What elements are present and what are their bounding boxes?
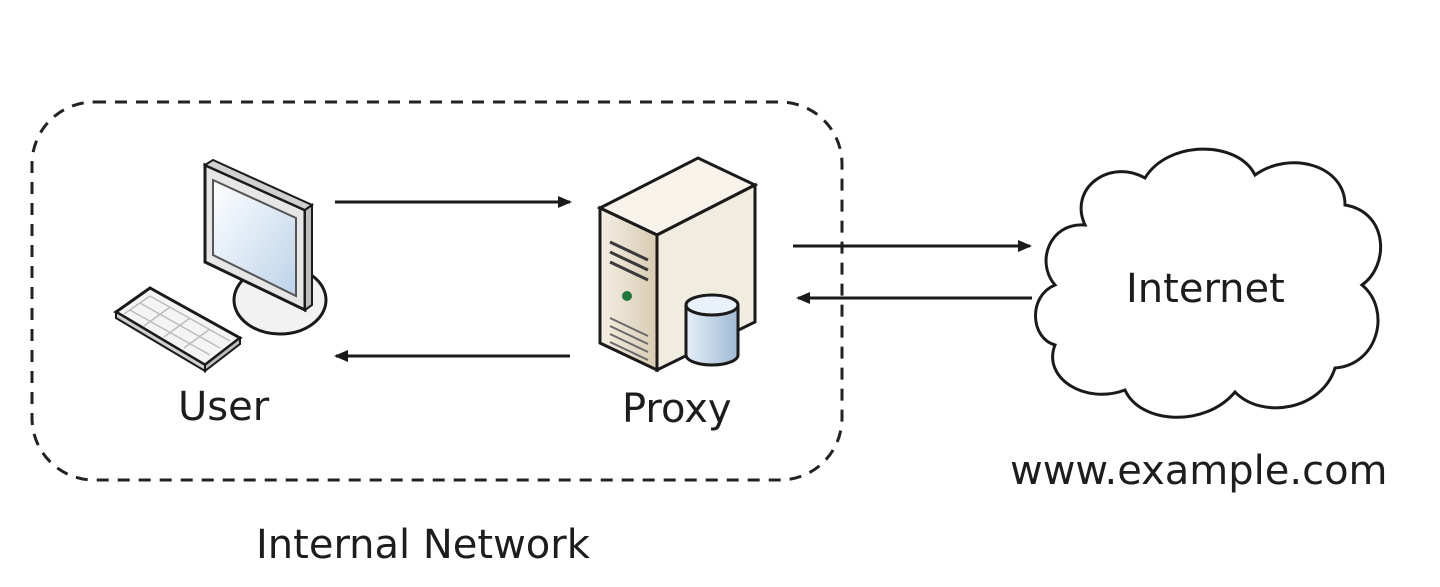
internet-label: Internet <box>1126 266 1285 312</box>
internal-network-boundary <box>30 100 844 482</box>
internet-domain-caption: www.example.com <box>1010 448 1388 494</box>
proxy-label: Proxy <box>622 386 732 432</box>
server-with-database-icon <box>596 156 759 373</box>
internal-network-label: Internal Network <box>256 522 590 568</box>
desktop-computer-icon <box>113 158 328 374</box>
cloud-icon <box>1034 147 1383 419</box>
user-label: User <box>178 384 270 430</box>
